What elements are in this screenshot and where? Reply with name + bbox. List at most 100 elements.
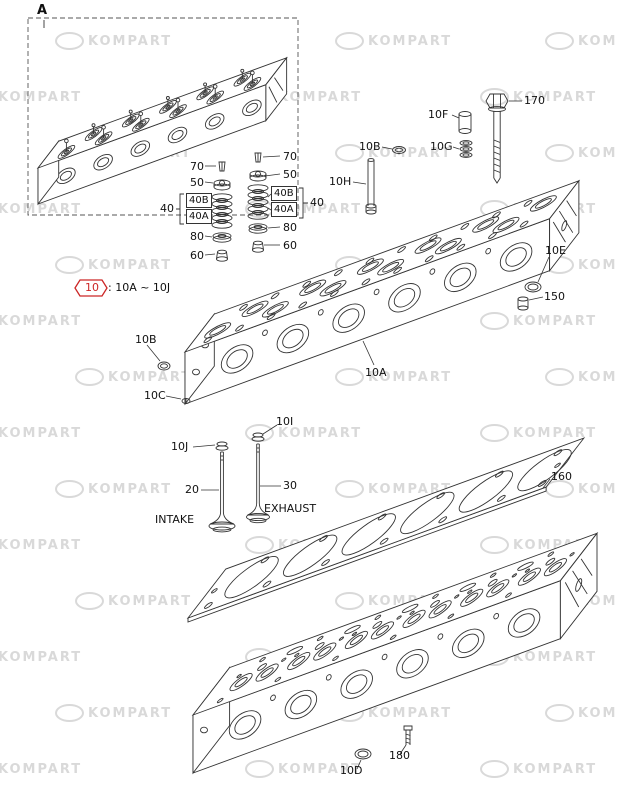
watermark-logo-icon	[75, 592, 104, 610]
watermark: KOMPART	[0, 200, 82, 218]
watermark-text: KOMPART	[513, 649, 598, 665]
watermark-text: KOMPART	[0, 425, 83, 441]
plug-150	[518, 297, 528, 310]
watermark: KOMPART	[0, 648, 82, 666]
watermark-text: KOMPART	[0, 537, 83, 553]
watermark-text: KOMPART	[513, 89, 598, 105]
watermark-text: KOMPART	[368, 705, 453, 721]
watermark-text: KOMPART	[513, 313, 598, 329]
head-gasket	[188, 437, 586, 622]
bolt-180	[404, 726, 412, 745]
watermark-text: KOMPART	[578, 33, 618, 49]
watermark: KOMPART	[55, 32, 172, 50]
watermark-text: KOMPART	[278, 761, 363, 777]
intake-valve-20	[209, 452, 235, 532]
leader-lines	[147, 101, 550, 769]
cylinder-head-main	[185, 181, 579, 404]
watermark-text: KOMPART	[578, 369, 618, 385]
watermark: KOMPART	[335, 32, 452, 50]
watermark-text: KOMPART	[368, 369, 453, 385]
watermark-text: KOMPART	[513, 425, 598, 441]
watermark-logo-icon	[335, 32, 364, 50]
watermark: KOMPART	[545, 144, 618, 162]
watermark: KOMPART	[55, 256, 172, 274]
watermark: KOMPART	[480, 424, 597, 442]
lower-head-right-end-face	[560, 533, 597, 638]
cylinder-head-lower	[193, 533, 597, 773]
watermark-logo-icon	[55, 256, 84, 274]
watermark-logo-icon	[55, 480, 84, 498]
watermark-text: KOMPART	[0, 201, 83, 217]
label-brackets	[176, 188, 308, 224]
watermark-text: KOMPART	[278, 89, 363, 105]
watermark-logo-icon	[75, 368, 104, 386]
valve-spring-stack-right	[248, 153, 268, 252]
watermark-text: KOMPART	[108, 369, 193, 385]
watermark: KOMPART	[335, 368, 452, 386]
watermark: KOMPART	[545, 704, 618, 722]
watermark-logo-icon	[480, 88, 509, 106]
watermark-logo-icon	[55, 32, 84, 50]
watermark-text: KOMPART	[578, 481, 618, 497]
seal-10J	[216, 442, 228, 450]
plug-10C	[182, 399, 190, 404]
watermark-text: KOMPART	[578, 705, 618, 721]
watermark-text: KOMPART	[368, 33, 453, 49]
watermark-logo-icon	[335, 144, 364, 162]
ring-10B-left	[158, 362, 170, 370]
watermark-logo-icon	[335, 368, 364, 386]
watermark-logo-icon	[480, 536, 509, 554]
detail-a-inset	[28, 18, 298, 215]
watermark-logo-icon	[480, 424, 509, 442]
watermark: KOMPART	[0, 312, 82, 330]
watermark-text: KOMPART	[88, 33, 173, 49]
valve-guide-10H	[366, 159, 376, 214]
watermark-text: KOMPART	[88, 705, 173, 721]
watermark: KOMPART	[545, 32, 618, 50]
ring-10B-top	[393, 147, 406, 154]
watermark: KOMPART	[0, 424, 82, 442]
watermark-text: KOMPART	[513, 761, 598, 777]
watermark: KOMPART	[545, 368, 618, 386]
watermark: KOMPART	[480, 312, 597, 330]
watermark: KOMPART	[0, 536, 82, 554]
watermark-logo-icon	[480, 312, 509, 330]
watermark-text: KOMPART	[578, 257, 618, 273]
watermark: KOMPART	[480, 88, 597, 106]
seal-10I	[252, 433, 264, 441]
watermark: KOMPART	[245, 760, 362, 778]
watermark-logo-icon	[545, 368, 574, 386]
watermark-logo-icon	[335, 592, 364, 610]
watermark-logo-icon	[545, 144, 574, 162]
watermark: KOMPART	[55, 480, 172, 498]
watermark-logo-icon	[480, 760, 509, 778]
watermark-text: KOMPART	[578, 145, 618, 161]
watermark: KOMPART	[0, 88, 82, 106]
inset-valve-studs	[65, 69, 255, 152]
watermark-text: KOMPART	[108, 593, 193, 609]
tappet-10F	[459, 112, 471, 134]
watermark-logo-icon	[55, 704, 84, 722]
head-right-end-face	[550, 181, 579, 271]
watermark-text: KOMPART	[0, 649, 83, 665]
watermark-text: KOMPART	[88, 481, 173, 497]
watermark-logo-icon	[245, 760, 274, 778]
watermark: KOMPART	[335, 480, 452, 498]
watermark-text: KOMPART	[368, 145, 453, 161]
watermark: KOMPART	[0, 760, 82, 778]
watermark-logo-icon	[335, 480, 364, 498]
watermark: KOMPART	[480, 760, 597, 778]
cup-plug-10E	[525, 282, 541, 292]
watermark-text: KOMPART	[0, 89, 83, 105]
watermark-text: KOMPART	[0, 313, 83, 329]
watermark-text: KOMPART	[0, 761, 83, 777]
watermark-text: KOMPART	[278, 201, 363, 217]
watermark-logo-icon	[545, 704, 574, 722]
watermark: KOMPART	[55, 704, 172, 722]
callout-hexagon	[75, 280, 107, 296]
watermark-logo-icon	[245, 536, 274, 554]
valve-spring-stack-left	[212, 162, 232, 261]
watermark: KOMPART	[75, 368, 192, 386]
